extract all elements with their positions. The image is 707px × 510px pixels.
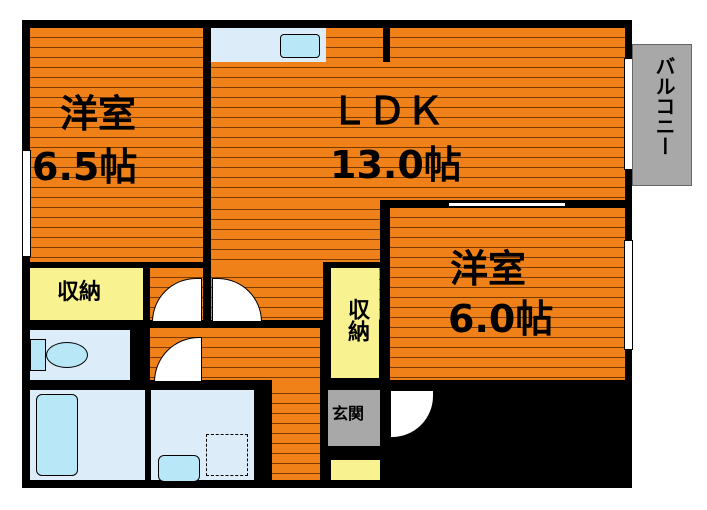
toilet-icon (46, 342, 88, 368)
wall (22, 262, 150, 268)
storage-1-label: 収納 (57, 280, 102, 305)
wall (323, 378, 390, 390)
bathtub-icon (36, 394, 78, 476)
shoe-storage (331, 460, 380, 480)
wall (264, 380, 272, 480)
wall (383, 28, 390, 62)
sink-icon (280, 34, 320, 58)
wall (203, 28, 211, 320)
wall (323, 262, 383, 268)
western-room-2-name: 洋室 (450, 247, 527, 291)
window (22, 150, 31, 257)
western-room-2 (390, 208, 625, 380)
storage-2-label: 収納 (344, 298, 369, 342)
wall (22, 380, 272, 390)
window (624, 240, 633, 350)
hallway-lower (272, 384, 320, 480)
storage-1 (30, 268, 143, 320)
ldk (211, 28, 625, 200)
balcony-label: バルコニー (652, 56, 676, 156)
sliding-door[interactable] (448, 202, 566, 207)
western-room-1-name: 洋室 (60, 92, 137, 136)
western-room-1-size: 6.5帖 (32, 145, 138, 189)
entrance-label: 玄関 (332, 404, 365, 423)
wall (145, 390, 151, 480)
wall (380, 200, 390, 390)
washer-space-icon (206, 434, 248, 476)
storage-2 (331, 268, 379, 378)
wall (143, 262, 150, 328)
wall (130, 328, 138, 380)
wall (22, 320, 323, 328)
toilet-tank-icon (30, 339, 46, 371)
ldk-size: 13.0帖 (330, 143, 462, 187)
western-room-1 (30, 28, 203, 262)
ldk-name: ＬＤＫ (330, 89, 445, 133)
wall (320, 446, 331, 480)
wall (323, 262, 331, 390)
balcony (632, 44, 692, 186)
western-room-2-size: 6.0帖 (448, 297, 554, 341)
entrance (328, 390, 380, 446)
washbasin-icon (158, 455, 200, 482)
